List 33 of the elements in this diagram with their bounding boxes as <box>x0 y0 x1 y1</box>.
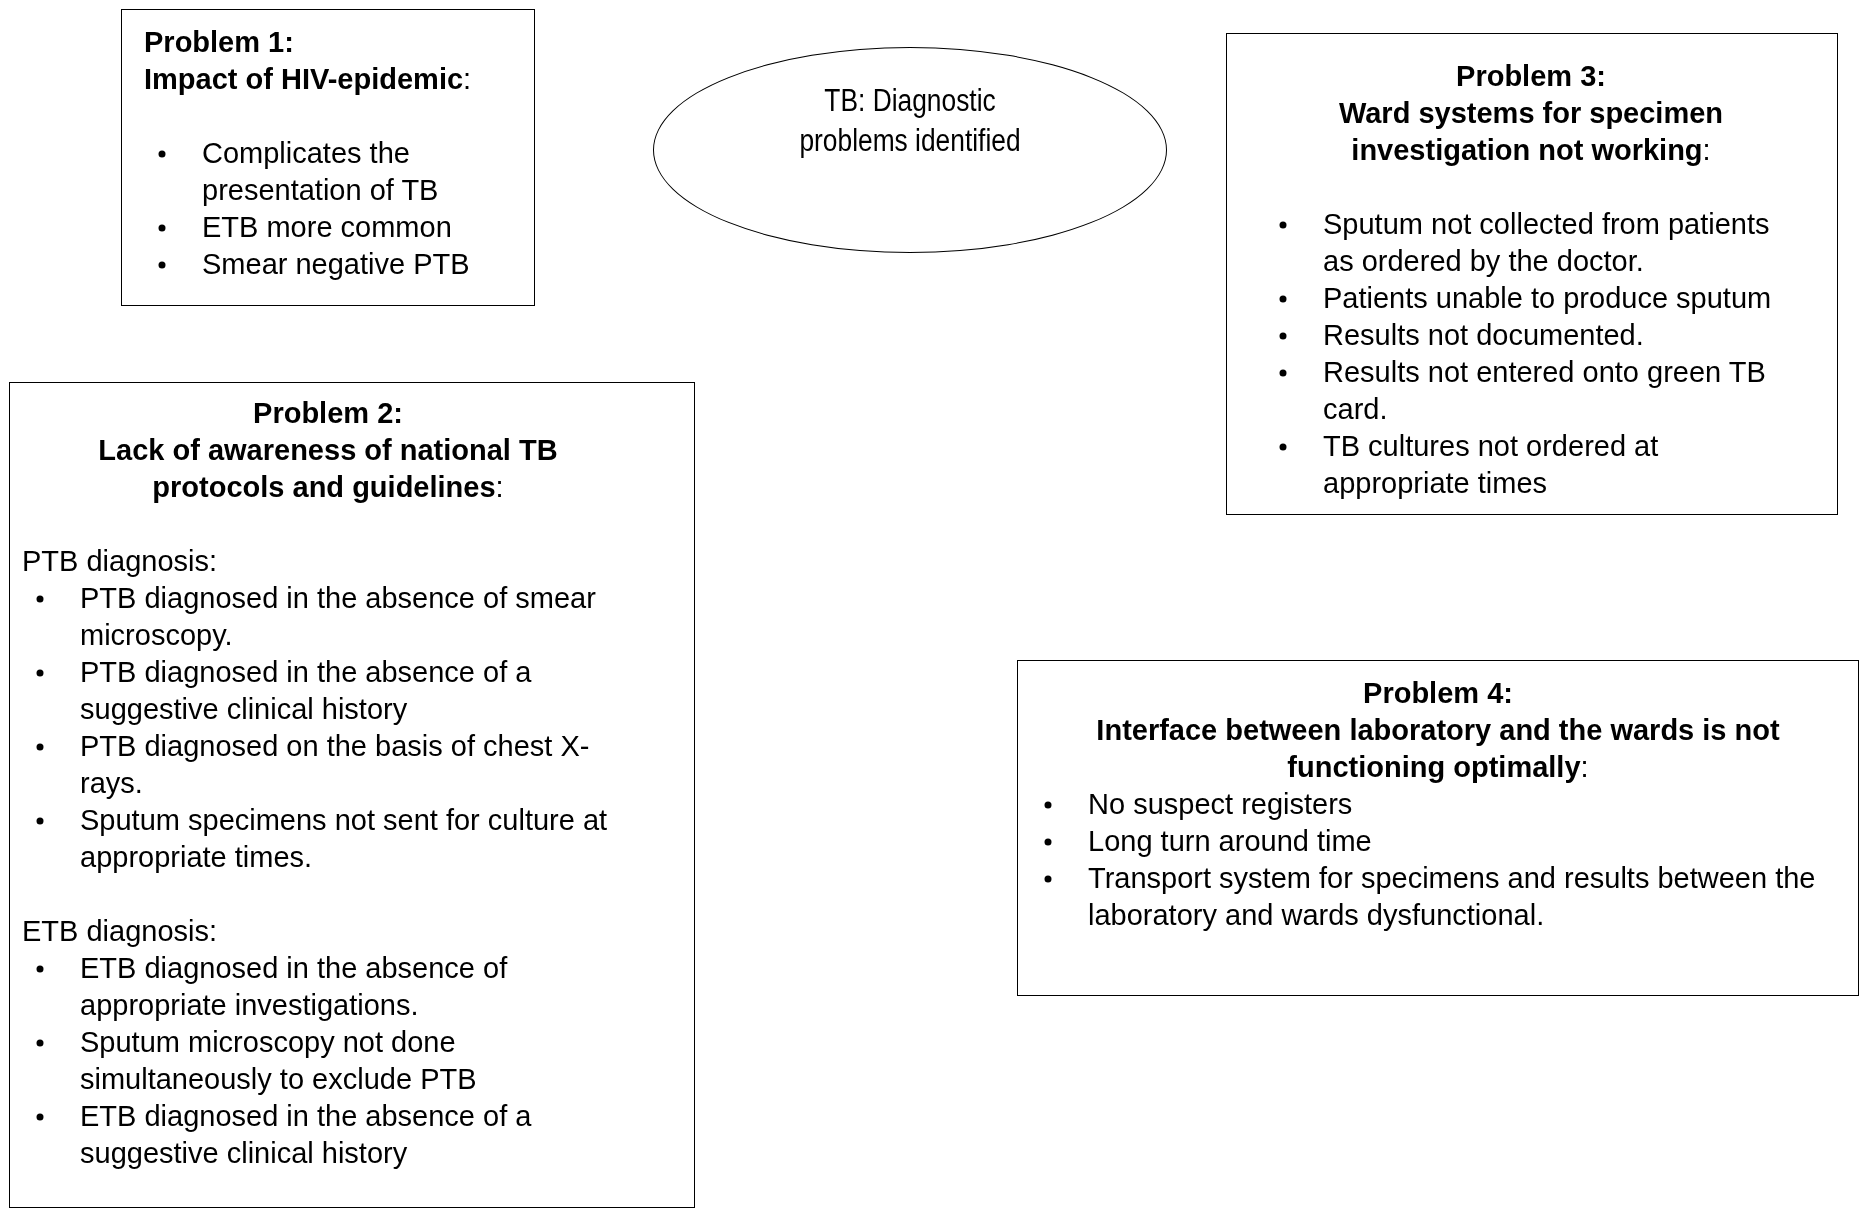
list-item: ETB diagnosed in the absence of appropriate investigations. <box>22 950 634 1024</box>
problem-box <box>1226 33 1838 515</box>
box-heading: Lack of awareness of national TB protocols and guidelines: <box>97 433 559 505</box>
list-item: Sputum microscopy not done simultaneously to exclude PTB <box>22 1024 634 1098</box>
list-item: Results not entered onto green TB card. <box>1265 354 1797 428</box>
list-item: No suspect registers <box>1030 786 1846 823</box>
list-item: Patients unable to produce sputum <box>1265 280 1797 317</box>
box-heading: Ward systems for specimen investigation not working: <box>1337 96 1725 168</box>
list-item: ETB more common <box>144 209 518 246</box>
section-heading: PTB diagnosis: <box>22 544 219 579</box>
ellipse-label: TB: Diagnostic problems identified <box>798 82 1022 160</box>
list-item: Long turn around time <box>1030 823 1846 860</box>
box-heading: Problem 4: <box>1362 676 1514 711</box>
box-heading: Problem 1: <box>144 25 295 60</box>
box-heading: Problem 3: <box>1455 59 1607 94</box>
list-item: PTB diagnosed in the absence of a suggestive clinical history <box>22 654 634 728</box>
section-heading: ETB diagnosis: <box>22 914 219 949</box>
list-item: Complicates the presentation of TB <box>144 135 518 209</box>
list-item: Transport system for specimens and results between the laboratory and wards dysfunctional. <box>1030 860 1846 934</box>
list-item: TB cultures not ordered at appropriate times <box>1265 428 1797 502</box>
problem-box <box>1017 660 1859 996</box>
box-heading: Interface between laboratory and the wards is not functioning optimally: <box>1095 713 1781 785</box>
list-item: ETB diagnosed in the absence of a suggestive clinical history <box>22 1098 634 1172</box>
problem-box <box>9 382 695 1208</box>
list-item: Results not documented. <box>1265 317 1797 354</box>
box-heading: Problem 2: <box>252 396 404 431</box>
list-item: PTB diagnosed on the basis of chest X-rays. <box>22 728 634 802</box>
list-item: Smear negative PTB <box>144 246 518 283</box>
list-item: PTB diagnosed in the absence of smear microscopy. <box>22 580 634 654</box>
box-heading: Impact of HIV-epidemic: <box>144 62 473 97</box>
list-item: Sputum not collected from patients as ordered by the doctor. <box>1265 206 1797 280</box>
problem-box <box>121 9 535 306</box>
list-item: Sputum specimens not sent for culture at appropriate times. <box>22 802 634 876</box>
